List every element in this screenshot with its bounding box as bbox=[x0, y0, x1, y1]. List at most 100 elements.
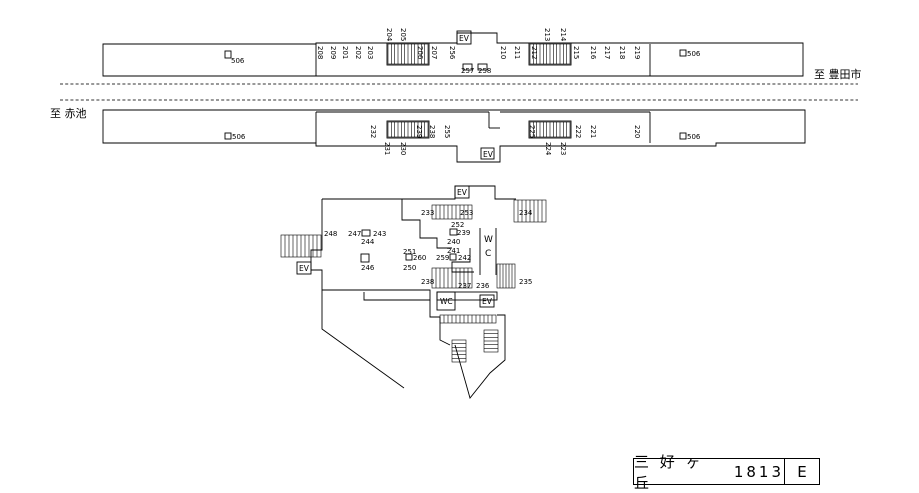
number-209: 209 bbox=[329, 46, 337, 59]
stair-233 bbox=[431, 204, 473, 220]
number-256: 256 bbox=[448, 46, 456, 60]
stair-treads bbox=[387, 43, 429, 65]
number-250: 250 bbox=[403, 264, 416, 272]
number-205: 205 bbox=[399, 28, 407, 41]
number-242: 242 bbox=[458, 254, 471, 262]
number-239: 239 bbox=[415, 125, 423, 138]
number-201: 201 bbox=[341, 46, 349, 59]
stair-237 bbox=[431, 267, 473, 289]
number-211: 211 bbox=[513, 46, 521, 59]
stair-235 bbox=[496, 263, 516, 289]
number-246: 246 bbox=[361, 264, 375, 272]
kiosk-257 bbox=[462, 63, 473, 71]
elevator-concourse-top: EV bbox=[454, 185, 470, 199]
number-243: 243 bbox=[373, 230, 386, 238]
sign-506-upper-right: 506 bbox=[679, 49, 701, 58]
number-241: 241 bbox=[447, 247, 460, 255]
number-238: 238 bbox=[421, 278, 434, 286]
number-234: 234 bbox=[519, 209, 533, 217]
number-203: 203 bbox=[366, 46, 374, 59]
elevator-upper: EV bbox=[456, 30, 472, 45]
stair-exit-e-lower-2 bbox=[483, 329, 499, 353]
elevator-concourse-left: EV bbox=[296, 261, 312, 275]
number-247: 247 bbox=[348, 230, 361, 238]
number-255: 255 bbox=[443, 125, 451, 138]
number-248: 248 bbox=[324, 230, 337, 238]
stair-treads bbox=[529, 121, 571, 138]
restroom-w-label: W bbox=[484, 235, 493, 245]
sign-506-label: 506 bbox=[231, 57, 245, 65]
elevator-label: EV bbox=[459, 34, 470, 43]
number-215: 215 bbox=[572, 46, 580, 59]
station-label-box: 三 好 ヶ 丘 1813 E bbox=[633, 453, 820, 492]
stair-treads bbox=[529, 43, 571, 65]
kiosk-258 bbox=[477, 63, 488, 71]
number-236: 236 bbox=[476, 282, 490, 290]
stair-248 bbox=[280, 234, 322, 258]
stair-exit-e-lower bbox=[451, 339, 467, 363]
number-258: 258 bbox=[478, 67, 491, 75]
number-260: 260 bbox=[413, 254, 426, 262]
toilet-label: WC bbox=[440, 297, 453, 306]
number-232: 232 bbox=[369, 125, 377, 138]
number-213: 213 bbox=[543, 28, 551, 41]
elevator-label: EV bbox=[483, 150, 494, 159]
stair-exit-e bbox=[439, 314, 497, 324]
tracks bbox=[60, 83, 858, 101]
number-222: 222 bbox=[574, 125, 582, 138]
sign-506-label: 506 bbox=[232, 133, 246, 141]
elevator-label: EV bbox=[457, 188, 468, 197]
number-220: 220 bbox=[633, 125, 641, 138]
number-212: 212 bbox=[530, 46, 538, 59]
number-204: 204 bbox=[385, 28, 393, 42]
elevator-lower: EV bbox=[480, 147, 495, 160]
stair-treads bbox=[387, 121, 429, 138]
restroom-c-label: C bbox=[485, 249, 491, 259]
number-237: 237 bbox=[458, 282, 471, 290]
concourse-stairs bbox=[280, 199, 547, 363]
elevator-label: EV bbox=[299, 264, 310, 273]
stair-234 bbox=[513, 199, 547, 223]
sign-506-upper-left: 506 bbox=[224, 50, 245, 65]
number-218: 218 bbox=[618, 46, 626, 59]
number-221: 221 bbox=[589, 125, 597, 138]
number-244: 244 bbox=[361, 238, 375, 246]
sign-506-label: 506 bbox=[687, 133, 701, 141]
direction-akaike: 至 赤池 bbox=[50, 107, 87, 120]
number-219: 219 bbox=[633, 46, 641, 59]
sign-506-label: 506 bbox=[687, 50, 701, 58]
number-202: 202 bbox=[354, 46, 362, 59]
number-238: 238 bbox=[428, 125, 436, 138]
number-239: 239 bbox=[457, 229, 470, 237]
number-216: 216 bbox=[589, 46, 597, 60]
number-259: 259 bbox=[436, 254, 449, 262]
number-224: 224 bbox=[544, 142, 552, 156]
number-233: 233 bbox=[421, 209, 434, 217]
number-257: 257 bbox=[461, 67, 474, 75]
number-230: 230 bbox=[399, 142, 407, 155]
elevator-concourse-bottom: EV bbox=[479, 294, 495, 308]
direction-toyotashi: 至 豊田市 bbox=[814, 67, 862, 81]
number-240: 240 bbox=[447, 238, 460, 246]
sign-506-lower-right: 506 bbox=[679, 132, 701, 141]
number-231: 231 bbox=[383, 142, 391, 155]
upper-stair-left bbox=[386, 42, 430, 66]
upper-stair-right bbox=[528, 42, 572, 66]
number-210: 210 bbox=[499, 46, 507, 59]
lower-stair-left bbox=[386, 120, 430, 139]
number-208: 208 bbox=[316, 46, 324, 59]
number-235: 235 bbox=[519, 278, 532, 286]
number-217: 217 bbox=[603, 46, 611, 59]
sign-506-lower-left: 506 bbox=[224, 132, 246, 141]
number-253: 253 bbox=[460, 209, 473, 217]
exit-letter: E bbox=[797, 462, 807, 481]
